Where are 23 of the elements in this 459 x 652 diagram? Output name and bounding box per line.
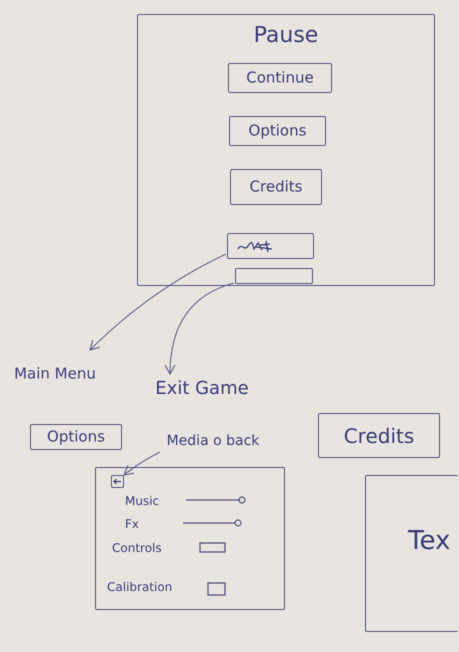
node-text: Media o back (166, 434, 260, 448)
node-text: Exit Game (154, 380, 250, 398)
panel-title: Pause (252, 25, 320, 47)
options-panel (95, 467, 285, 610)
pause-panel (137, 14, 435, 286)
setting-label: Music (125, 494, 160, 508)
setting-label: Controls (112, 541, 162, 555)
credits-button: Credits (230, 169, 322, 205)
credits-panel (365, 475, 458, 632)
arrow (89, 254, 226, 351)
options-title-box: Options (30, 424, 122, 450)
arrow (164, 282, 234, 375)
continue-button: Continue (228, 63, 332, 93)
node-text: Main Menu (13, 366, 97, 382)
arrow (123, 452, 160, 476)
credits-title-box: Credits (318, 413, 440, 458)
setting-label: Fx (125, 517, 140, 531)
back-button (111, 475, 124, 488)
empty-button (235, 268, 313, 284)
exit-button (227, 233, 314, 259)
panel-text: Tex (408, 528, 450, 554)
setting-label: Calibration (107, 580, 172, 594)
options-button: Options (229, 116, 326, 146)
